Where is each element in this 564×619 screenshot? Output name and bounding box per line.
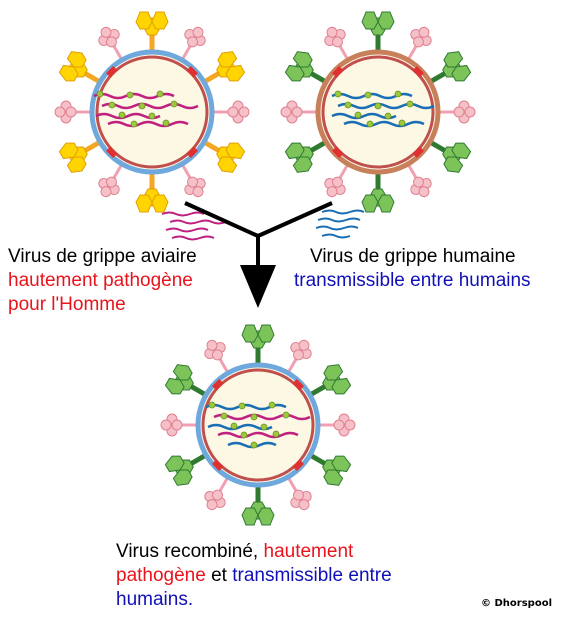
avian-caption-line1: Virus de grippe aviaire [8,246,197,267]
copyright-credit: © Dhorspool [481,598,552,609]
avian-envelope [89,49,215,175]
human-virus [279,12,477,212]
human-caption-line2: transmissible entre humains [294,270,531,291]
recombinant-caption-part2: hautement [263,541,354,562]
recombinant-caption-part3: pathogène [116,565,206,586]
avian-caption-line2: hautement pathogène [8,270,193,291]
recombinant-caption-part5: transmissible entre [232,565,392,586]
recombinant-envelope [195,362,321,488]
recombinant-virus [159,325,357,525]
recombinant-virus-caption: Virus recombiné, hautement pathogène et … [116,540,392,612]
human-envelope [315,49,441,175]
avian-virus [53,12,251,212]
avian-virus-caption: Virus de grippe aviaire hautement pathog… [8,245,197,317]
human-virus-caption: Virus de grippe humaine transmissible en… [294,245,531,293]
avian-caption-line3: pour l'Homme [8,294,126,315]
human-caption-line1: Virus de grippe humaine [310,246,516,267]
recombinant-caption-part1: Virus recombiné, [116,541,264,562]
recombinant-caption-part4: et [205,565,233,586]
merge-arrow [184,201,333,308]
recombinant-caption-part6: humains. [116,589,194,610]
avian-free-rna [161,211,227,241]
human-free-rna [315,209,365,239]
